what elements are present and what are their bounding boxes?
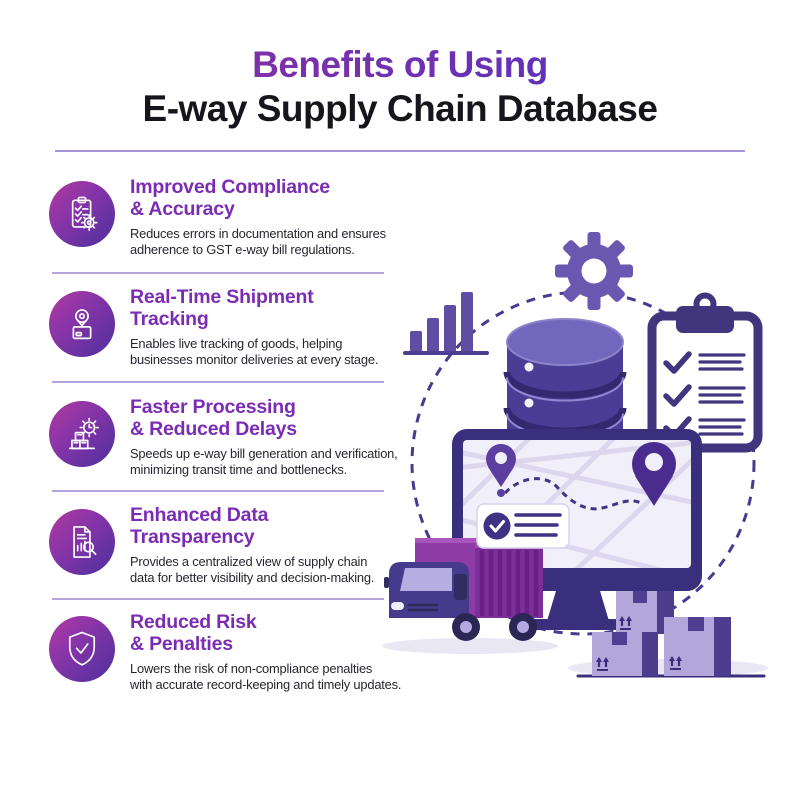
monitor-map-tracking-icon — [452, 429, 702, 630]
gear-icon — [555, 232, 633, 310]
document-magnifier-icon — [49, 509, 115, 575]
packages-gear-icon — [49, 401, 115, 467]
item-divider — [52, 381, 384, 383]
fragile-arrows-icon — [596, 657, 609, 671]
item-divider — [52, 490, 384, 492]
title-divider — [55, 150, 745, 152]
shield-check-icon — [49, 616, 115, 682]
page-title-accent: Benefits of Using — [0, 44, 800, 86]
page-title-main: E-way Supply Chain Database — [142, 88, 658, 129]
location-pin-package-icon — [49, 291, 115, 357]
status-card-icon — [476, 503, 570, 549]
benefit-description: Lowers the risk of non-compliance penalt… — [130, 661, 402, 693]
shipping-boxes-icon — [568, 591, 768, 678]
clipboard-check-gear-icon — [49, 181, 115, 247]
location-pin-icon-large — [632, 442, 676, 506]
benefit-title: Improved Compliance& Accuracy — [130, 176, 330, 220]
item-divider — [52, 272, 384, 274]
bar-chart-icon — [403, 292, 489, 355]
location-pin-icon — [486, 444, 516, 497]
delivery-truck-icon — [382, 538, 558, 654]
benefit-description: Provides a centralized view of supply ch… — [130, 554, 375, 586]
clipboard-checklist-icon — [647, 292, 763, 453]
benefit-description: Speeds up e-way bill generation and veri… — [130, 446, 398, 478]
benefit-title: Reduced Risk& Penalties — [130, 611, 257, 655]
benefit-title: Faster Processing& Reduced Delays — [130, 396, 297, 440]
benefit-description: Reduces errors in documentation and ensu… — [130, 226, 386, 258]
fragile-arrows-icon — [619, 616, 632, 630]
database-icon — [503, 318, 627, 456]
route-dashed-line — [503, 477, 642, 511]
fragile-arrows-icon — [669, 656, 682, 670]
item-divider — [52, 598, 384, 600]
